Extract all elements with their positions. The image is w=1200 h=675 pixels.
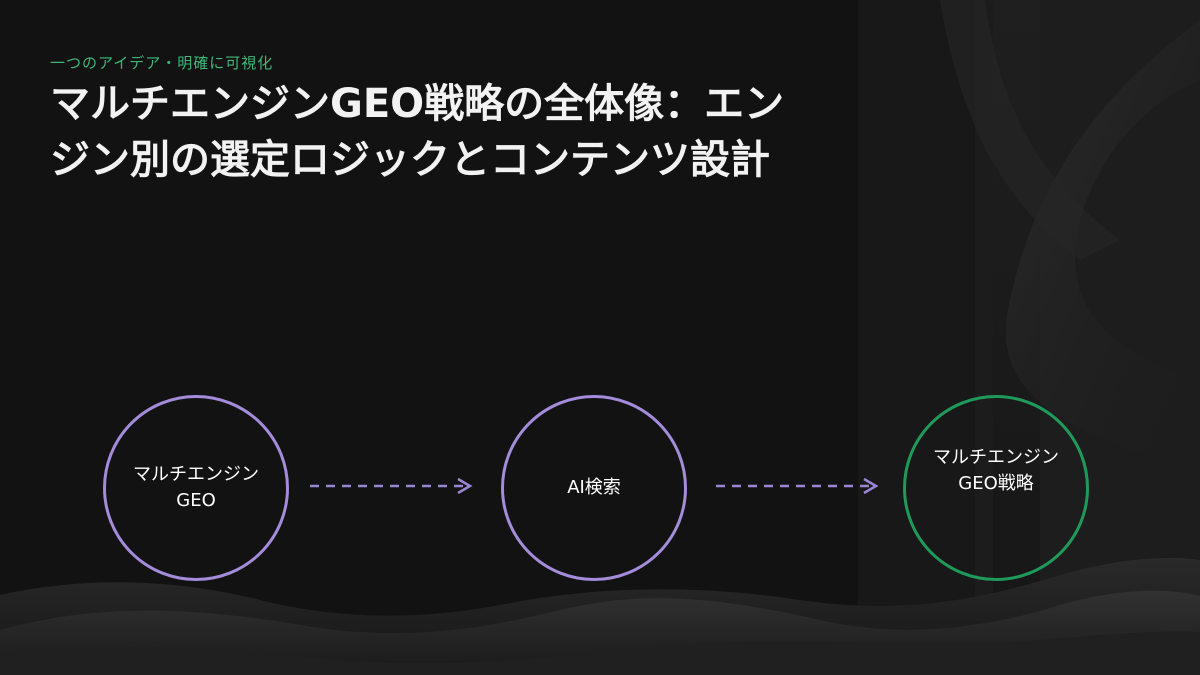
node-label: マルチエンジン GEO戦略 [933, 447, 1059, 494]
slide-title: マルチエンジンGEO戦略の全体像：エンジン別の選定ロジックとコンテンツ設計 [50, 81, 785, 183]
node-multiengine-geo: マルチエンジン GEO [103, 395, 289, 581]
eyebrow-label: 一つのアイデア・明確に可視化 [50, 54, 274, 72]
arrow-2 [716, 477, 879, 495]
arrow-1 [310, 477, 473, 495]
node-ai-search: AI検索 [501, 395, 687, 581]
node-multiengine-geo-strategy: マルチエンジン GEO戦略 [903, 395, 1089, 581]
node-label: AI検索 [567, 477, 621, 498]
node-label: マルチエンジン GEO [133, 464, 259, 511]
